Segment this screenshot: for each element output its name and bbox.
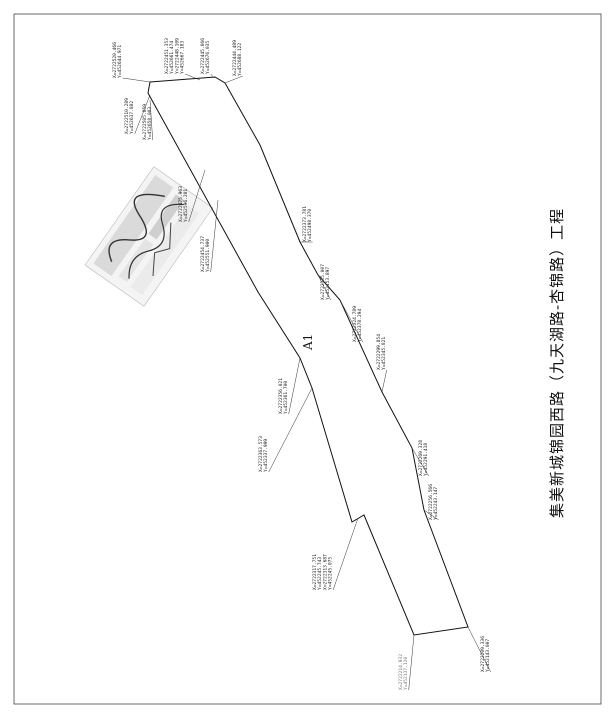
leader-line (467, 626, 491, 673)
coordinate-text: Y=452137.120 (403, 657, 409, 690)
coordinate-text: Y=452245.743 (317, 557, 323, 590)
stamp-signature (84, 166, 214, 307)
leader-line (188, 169, 206, 223)
coordinate-text: Y=452361.700 (283, 381, 289, 414)
coordinate-text: Y=452667.183 (180, 41, 186, 74)
coordinate-text: X=2722317.751 (312, 554, 318, 590)
leader-line (149, 99, 153, 141)
leader-line (210, 199, 219, 273)
leader-line (408, 634, 415, 691)
coordinate-text: X=2722505.859 (142, 104, 148, 140)
coordinate-text: Y=452453.897 (325, 267, 331, 300)
coordinate-text: X=2722209.336 (480, 636, 486, 672)
coordinate-text: X=2722444.489 (232, 40, 238, 76)
coordinate-text: Y=452644.971 (117, 45, 123, 78)
coordinate-text: Y=452637.802 (129, 101, 135, 134)
coordinate-text: Y=452291.418 (423, 443, 429, 476)
coordinate-text: Y=452378.294 (357, 309, 363, 342)
leader-line (381, 369, 387, 393)
coordinate-text: X=2722256.566 (428, 484, 434, 520)
leader-line (423, 509, 439, 521)
coordinate-text: Y=452243.147 (433, 487, 439, 520)
coordinate-text: X=2722520.466 (112, 42, 118, 78)
leader-line (411, 447, 429, 477)
coordinate-text: Y=452337.999 (263, 439, 269, 472)
coordinate-text: X=2722324.789 (352, 306, 358, 342)
coordinate-text: Y=452676.035 (205, 41, 211, 74)
coordinate-text: X=2722475.963 (178, 186, 184, 222)
coordinate-text: X=2722299.854 (376, 334, 382, 370)
coordinate-text: X=2722356.021 (278, 378, 284, 414)
coordinate-text: Y=452345.821 (381, 337, 387, 370)
coordinate-text: X=2722214.932 (398, 654, 404, 690)
coordinate-text: X=2722269.328 (418, 440, 424, 476)
leader-line (185, 73, 201, 81)
parcel-label: A1 (301, 334, 315, 351)
leader-line (210, 73, 215, 79)
coordinate-text: X=2722510.289 (124, 98, 130, 134)
coordinate-text: Y=452245.075 (328, 557, 334, 590)
leader-line (339, 299, 363, 343)
leader-line (268, 387, 313, 473)
parcel-outline (147, 76, 469, 636)
leader-line (134, 94, 151, 135)
coordinate-text: Y=452143.007 (485, 639, 491, 672)
coordinate-text: Y=452688.122 (237, 43, 243, 76)
coordinate-text: X=2722363.573 (258, 436, 264, 472)
leader-line (317, 274, 331, 301)
coordinate-text: Y=452498.370 (307, 209, 313, 242)
leader-line (288, 357, 301, 415)
coordinate-text: Y=452661.474 (169, 41, 175, 74)
leader-line (224, 75, 243, 84)
drawing-title: 集美新城锦园西路（九天湖路-杏锦路）工程 (548, 208, 566, 518)
sheet-border (13, 13, 602, 705)
coordinate-text: Y=452658.003 (147, 107, 153, 140)
coordinate-text: X=2722373.781 (302, 206, 308, 242)
coordinate-text: Y=452596.201 (183, 189, 189, 222)
coordinate-text: X=2722445.666 (200, 38, 206, 74)
coordinate-text: X=2722451.353 (164, 38, 170, 74)
leader-line (122, 77, 151, 83)
coordinate-text: Y=452551.900 (205, 239, 211, 272)
coordinate-text: X=2722313.687 (322, 554, 328, 590)
coordinate-text: Y=2722448.109 (174, 38, 180, 74)
coordinate-text: X=2722454.737 (200, 236, 206, 272)
coordinate-text: X=2722335.007 (320, 264, 326, 300)
leader-line (332, 517, 359, 591)
